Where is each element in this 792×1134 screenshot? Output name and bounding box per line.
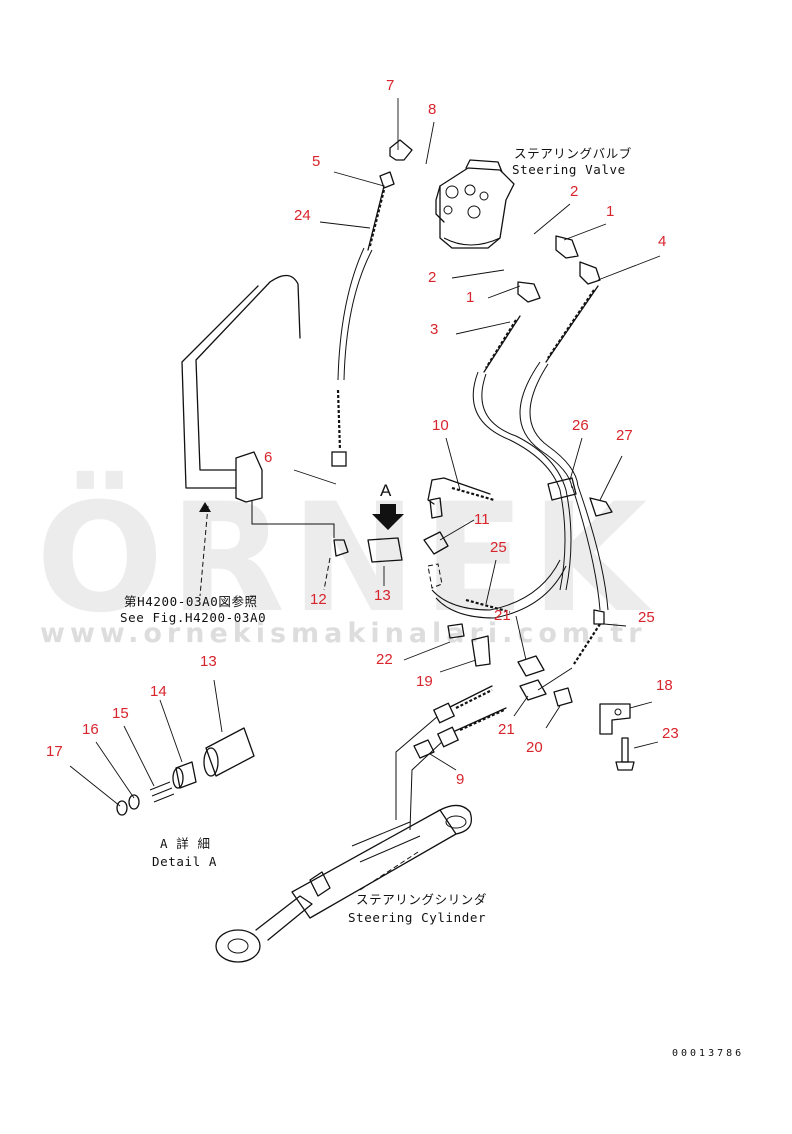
callout-17: 17 bbox=[46, 743, 63, 760]
callout-15: 15 bbox=[112, 705, 129, 722]
steering-cylinder bbox=[215, 804, 473, 963]
callout-27: 27 bbox=[616, 427, 633, 444]
label-see-fig-en: See Fig.H4200-03A0 bbox=[120, 610, 266, 625]
callout-18: 18 bbox=[656, 677, 673, 694]
callout-13-main: 13 bbox=[374, 587, 391, 604]
callout-4: 4 bbox=[658, 233, 666, 250]
callout-5: 5 bbox=[312, 153, 320, 170]
callout-7: 7 bbox=[386, 77, 394, 94]
callout-10: 10 bbox=[432, 417, 449, 434]
detail-a-parts bbox=[116, 727, 255, 816]
callout-19: 19 bbox=[416, 673, 433, 690]
callout-20: 20 bbox=[526, 739, 543, 756]
callout-3: 3 bbox=[430, 321, 438, 338]
callout-14: 14 bbox=[150, 683, 167, 700]
callout-23: 23 bbox=[662, 725, 679, 742]
callout-21-upper: 21 bbox=[494, 607, 511, 624]
callout-25-upper: 25 bbox=[490, 539, 507, 556]
hydraulic-lines bbox=[181, 139, 635, 831]
label-steering-cylinder-en: Steering Cylinder bbox=[348, 910, 486, 925]
callout-1-lower: 1 bbox=[466, 289, 474, 306]
steering-valve bbox=[435, 159, 515, 249]
callout-8: 8 bbox=[428, 101, 436, 118]
callout-25-lower: 25 bbox=[638, 609, 655, 626]
callout-13-detail: 13 bbox=[200, 653, 217, 670]
callout-16: 16 bbox=[82, 721, 99, 738]
label-see-fig-jp: 第H4200-03A0図参照 bbox=[124, 594, 258, 609]
document-number: 00013786 bbox=[672, 1048, 744, 1059]
callout-6: 6 bbox=[264, 449, 272, 466]
label-steering-valve-jp: ステアリングバルブ bbox=[514, 146, 632, 161]
callout-1-upper: 1 bbox=[606, 203, 614, 220]
label-detail-a-en: Detail A bbox=[152, 854, 217, 869]
callout-11: 11 bbox=[474, 511, 490, 528]
callout-9: 9 bbox=[456, 771, 464, 788]
callouts: 7 8 5 24 2 1 4 2 1 3 10 26 27 6 11 25 12… bbox=[46, 77, 679, 788]
callout-2-lower: 2 bbox=[428, 269, 436, 286]
leader-lines bbox=[69, 98, 661, 891]
label-view-arrow: A bbox=[380, 481, 392, 500]
watermark: ÖRNEK www.ornekismakinalari.com.tr bbox=[36, 470, 653, 649]
callout-24: 24 bbox=[294, 207, 311, 224]
watermark-url: www.ornekismakinalari.com.tr bbox=[40, 618, 647, 649]
label-steering-cylinder-jp: ステアリングシリンダ bbox=[356, 892, 487, 907]
callout-2-upper: 2 bbox=[570, 183, 578, 200]
callout-12: 12 bbox=[310, 591, 327, 608]
callout-26: 26 bbox=[572, 417, 589, 434]
watermark-brand: ÖRNEK bbox=[36, 470, 653, 646]
label-detail-a-jp: A 詳 細 bbox=[160, 836, 211, 851]
diagram-labels: ステアリングバルブ Steering Valve A 第H4200-03A0図参… bbox=[120, 146, 744, 1059]
callout-21-lower: 21 bbox=[498, 721, 515, 738]
callout-22: 22 bbox=[376, 651, 393, 668]
label-steering-valve-en: Steering Valve bbox=[512, 162, 626, 177]
